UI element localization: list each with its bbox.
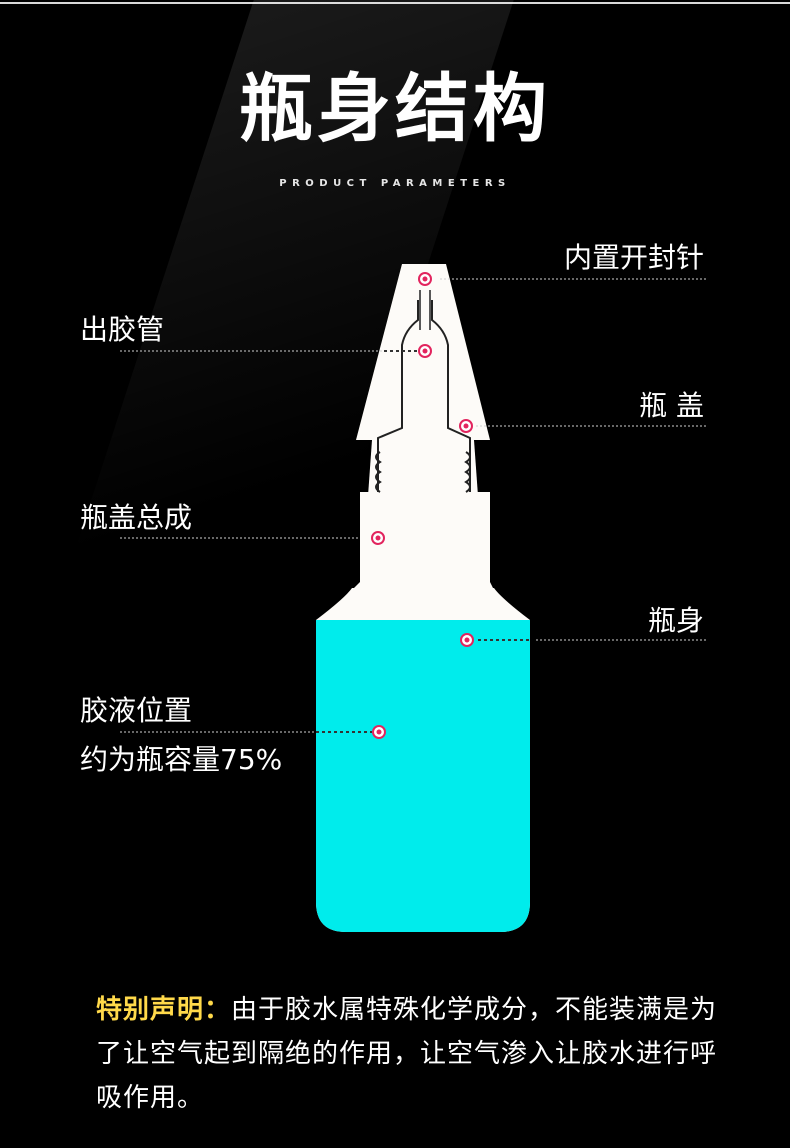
- label-needle: 内置开封针: [563, 241, 704, 274]
- label-tube: 出胶管: [80, 313, 165, 346]
- label-glue-level: 胶液位置: [80, 694, 193, 727]
- label-cap: 瓶 盖: [639, 389, 704, 422]
- marker-glue-level: [372, 725, 386, 739]
- bottle-cap-thread: [368, 440, 478, 496]
- marker-tube: [418, 344, 432, 358]
- marker-body: [460, 633, 474, 647]
- page-title: 瓶身结构: [239, 66, 551, 152]
- label-cap-assembly: 瓶盖总成: [80, 501, 193, 534]
- notice-body: 由于胶水属特殊化学成分，不能装满是为了让空气起到隔绝的作用，让空气渗入让胶水进行…: [96, 995, 718, 1113]
- top-divider: [0, 2, 790, 4]
- thread-right: [464, 451, 471, 493]
- bottle-cap-assembly: [352, 504, 494, 590]
- notice-text: 特别声明：由于胶水属特殊化学成分，不能装满是为了让空气起到隔绝的作用，让空气渗入…: [96, 988, 736, 1120]
- label-body: 瓶身: [647, 604, 704, 637]
- label-capacity: 约为瓶容量75%: [80, 743, 283, 776]
- notice-heading: 特别声明：: [96, 995, 232, 1025]
- needle-outline: [419, 290, 431, 330]
- marker-needle: [418, 272, 432, 286]
- bottle-collar: [360, 492, 490, 504]
- thread-left: [375, 451, 382, 493]
- marker-cap: [459, 419, 473, 433]
- glue-liquid: [316, 620, 530, 932]
- page-subtitle: PRODUCT PARAMETERS: [279, 178, 511, 189]
- inner-tube-outline: [377, 300, 471, 492]
- marker-cap-assembly: [371, 531, 385, 545]
